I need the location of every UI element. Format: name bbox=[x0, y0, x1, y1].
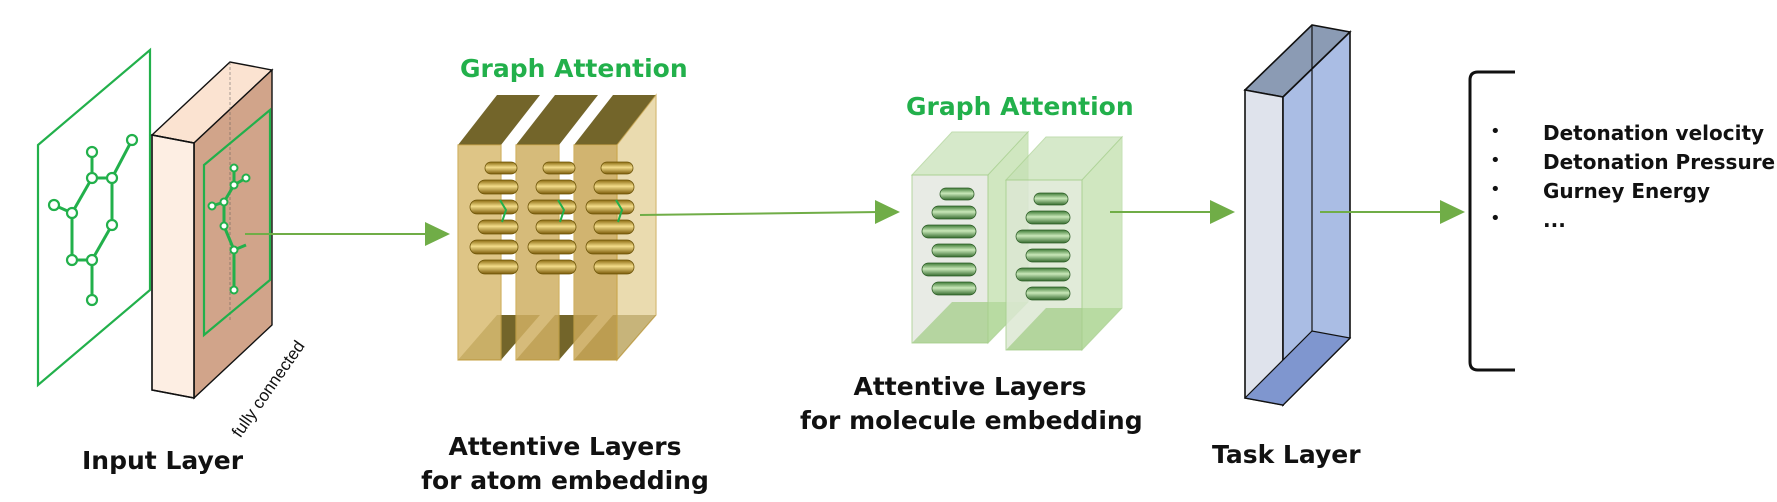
input-graph-plane bbox=[36, 47, 152, 388]
arrow-1-head bbox=[425, 222, 450, 246]
atom-embedding-line1: Attentive Layers bbox=[448, 432, 682, 461]
bullet-icon: • bbox=[1490, 150, 1501, 171]
atom-embedding-line2: for atom embedding bbox=[421, 466, 709, 495]
bullet-icon: • bbox=[1490, 208, 1501, 229]
atom-embedding-label: Attentive Layers for atom embedding bbox=[420, 430, 710, 498]
task-layer-label: Task Layer bbox=[1212, 440, 1361, 469]
arrow-4-head bbox=[1440, 200, 1465, 224]
input-layer-label: Input Layer bbox=[82, 446, 244, 475]
atom-slab-3 bbox=[573, 93, 657, 362]
output-item: ... bbox=[1543, 208, 1566, 232]
output-bracket bbox=[1468, 70, 1515, 372]
molecule-nodes bbox=[47, 133, 139, 307]
arrow-2-head bbox=[875, 200, 900, 224]
output-item: Detonation velocity bbox=[1543, 121, 1765, 145]
molecule-graph bbox=[53, 139, 134, 300]
molecule-attention-cylinders bbox=[921, 187, 1071, 301]
atom-attention-cylinders bbox=[469, 161, 635, 275]
arrow-3-head bbox=[1210, 200, 1235, 224]
atom-graph-attention-title: Graph Attention bbox=[460, 54, 688, 83]
output-item: Detonation Pressure bbox=[1543, 150, 1776, 174]
molecule-embedding-line2: for molecule embedding bbox=[800, 406, 1143, 435]
bullet-icon: • bbox=[1490, 121, 1501, 142]
atom-attentive-layers bbox=[457, 93, 657, 362]
molecule-embedding-line1: Attentive Layers bbox=[853, 372, 1087, 401]
bullet-icon: • bbox=[1490, 179, 1501, 200]
output-item: Gurney Energy bbox=[1543, 179, 1711, 203]
molecule-attentive-layers bbox=[910, 130, 1124, 352]
molecule-graph-attention-title: Graph Attention bbox=[906, 92, 1134, 121]
molecule-embedding-label: Attentive Layers for molecule embedding bbox=[800, 370, 1143, 438]
input-layer-box bbox=[150, 61, 274, 400]
molecule-box-2 bbox=[1004, 135, 1124, 352]
arrow-2 bbox=[639, 211, 881, 216]
task-layer-box bbox=[1243, 24, 1352, 407]
